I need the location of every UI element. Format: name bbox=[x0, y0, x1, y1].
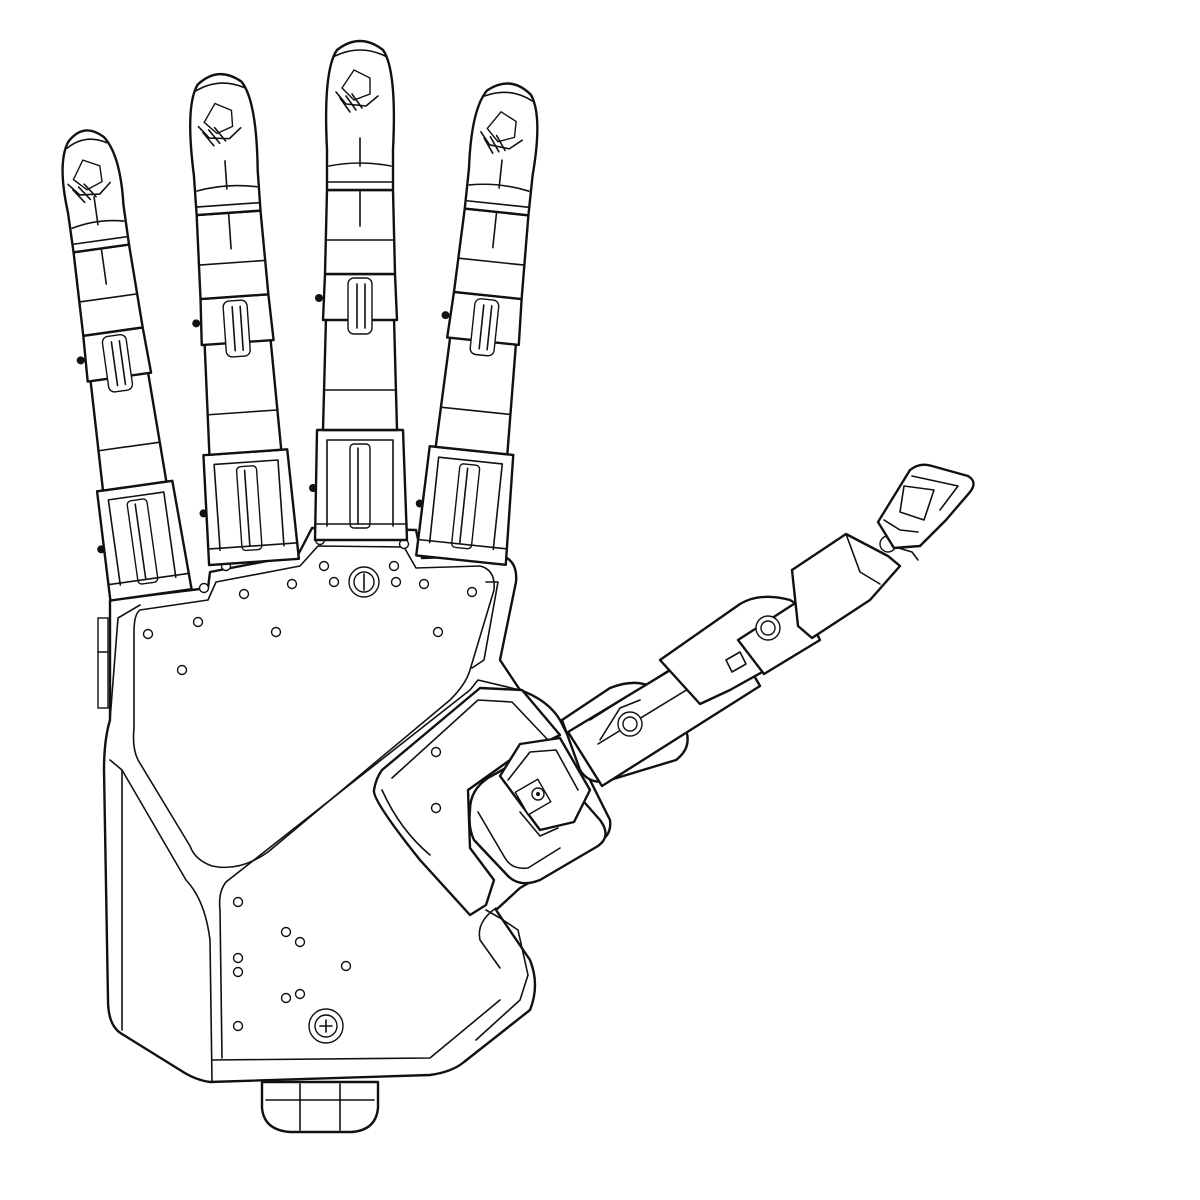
palm-housing bbox=[97, 526, 612, 1084]
finger-index-tip bbox=[463, 82, 539, 217]
finger-ring-pin-proximal bbox=[199, 509, 208, 518]
palm-hole bbox=[466, 586, 478, 598]
palm-hole bbox=[238, 588, 250, 600]
thumb bbox=[498, 463, 975, 837]
finger-middle-tip bbox=[324, 39, 396, 192]
finger-ring-tip bbox=[189, 72, 262, 217]
fingers-group bbox=[61, 39, 539, 602]
finger-middle-pin-proximal bbox=[309, 484, 317, 492]
finger-ring-distal-segment bbox=[195, 209, 270, 301]
thumb-proximal-link bbox=[498, 736, 592, 837]
palm-hole bbox=[294, 988, 306, 1000]
wrist-connector bbox=[260, 1080, 380, 1134]
finger-middle-tip-pad bbox=[341, 69, 371, 101]
finger-little-distal-segment bbox=[72, 243, 144, 337]
finger-index-pin-middle bbox=[441, 311, 450, 320]
palm-hole bbox=[340, 960, 352, 972]
finger-little-pin-middle bbox=[76, 356, 85, 365]
finger-index-distal-segment bbox=[452, 207, 530, 301]
palm-hole bbox=[418, 578, 430, 590]
palm-hole bbox=[232, 1020, 244, 1032]
palm-hole bbox=[176, 664, 188, 676]
finger-ring-tip-pad bbox=[203, 102, 234, 135]
palm-hole bbox=[232, 966, 244, 978]
palm-hole bbox=[328, 576, 340, 588]
palm-hole bbox=[430, 802, 442, 814]
palm-hole bbox=[280, 992, 292, 1004]
palm-hole bbox=[388, 560, 400, 572]
palm-hole bbox=[286, 578, 298, 590]
palm-mounting-holes bbox=[142, 534, 478, 1032]
thumb-tip-segment bbox=[790, 532, 919, 640]
finger-little-tip bbox=[61, 129, 131, 254]
finger-ring bbox=[189, 72, 301, 567]
palm-hole bbox=[430, 746, 442, 758]
finger-ring-pin-middle bbox=[192, 319, 201, 328]
thumb-tip-gripper bbox=[876, 463, 975, 550]
finger-index-pin-proximal bbox=[415, 499, 424, 508]
palm-hole bbox=[390, 576, 402, 588]
finger-middle bbox=[309, 39, 409, 542]
finger-index bbox=[415, 82, 539, 567]
palm-hole bbox=[142, 628, 154, 640]
palm-screw-upper bbox=[348, 566, 380, 598]
palm-screw-lower bbox=[308, 1008, 344, 1044]
finger-middle-pin-middle bbox=[315, 294, 323, 302]
palm-hole bbox=[192, 616, 204, 628]
finger-little bbox=[61, 129, 193, 602]
finger-little-pin-proximal bbox=[97, 545, 106, 554]
palm-hole bbox=[432, 626, 444, 638]
finger-index-tip-pad bbox=[486, 110, 517, 143]
palm-hole bbox=[232, 896, 244, 908]
palm-hole bbox=[318, 560, 330, 572]
palm-hole bbox=[280, 926, 292, 938]
finger-little-tip-pad bbox=[72, 159, 103, 191]
palm-hole bbox=[232, 952, 244, 964]
palm-hole bbox=[198, 582, 210, 594]
palm-hole bbox=[270, 626, 282, 638]
palm-hole bbox=[294, 936, 306, 948]
